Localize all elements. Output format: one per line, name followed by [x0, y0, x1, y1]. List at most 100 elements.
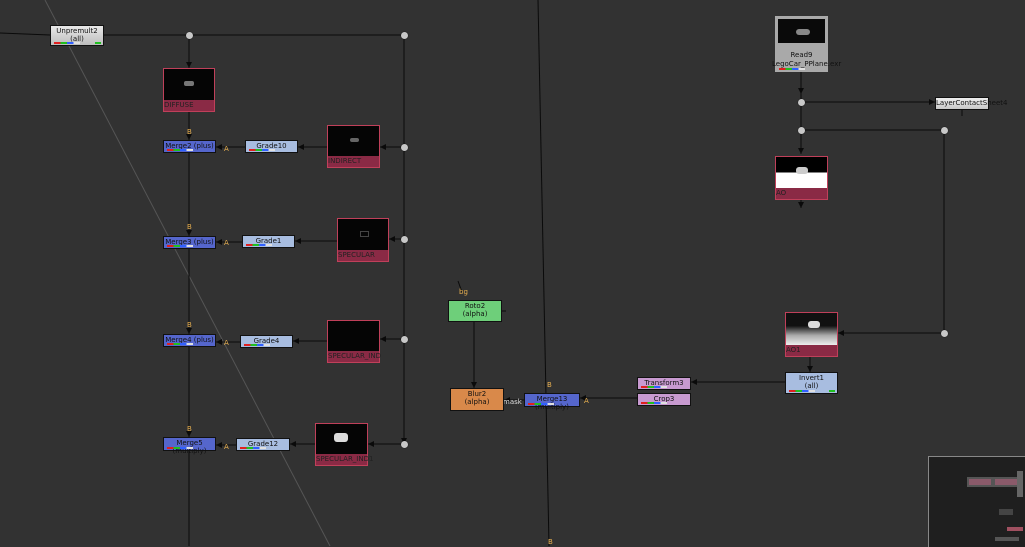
node-grade10[interactable]: Grade10 — [245, 140, 298, 153]
node-label: INDIRECT — [328, 156, 379, 167]
node-label: Grade1 — [255, 237, 282, 245]
dot-node[interactable] — [940, 329, 948, 337]
node-layer-contact-sheet[interactable]: LayerContactSheet4 — [935, 97, 1008, 110]
node-label: SPECULAR_IND — [328, 351, 382, 362]
channel-bar — [244, 344, 270, 346]
dot-node[interactable] — [940, 126, 948, 134]
node-specular-ind1[interactable]: SPECULAR_IND1 — [315, 423, 374, 466]
node-merge5[interactable]: Merge5 (multiply) — [163, 437, 216, 455]
node-label: Invert1 — [798, 374, 825, 382]
node-grade4[interactable]: Grade4 — [240, 335, 293, 348]
dot-node[interactable] — [400, 143, 408, 151]
channel-bar — [789, 390, 815, 392]
thumbnail-image — [778, 19, 825, 43]
minimap-node — [1017, 471, 1023, 497]
node-label: Merge13 (multiply) — [535, 395, 569, 411]
channel-bar — [167, 343, 193, 345]
channel-bar — [240, 447, 266, 449]
node-crop3[interactable]: Crop3 — [637, 393, 691, 406]
node-label: Transform3 — [644, 379, 684, 387]
node-label: Grade12 — [247, 440, 279, 448]
input-label-a: A — [584, 397, 589, 405]
node-grade12[interactable]: Grade12 — [236, 438, 290, 451]
node-merge3[interactable]: Merge3 (plus) — [163, 236, 216, 249]
node-sublabel: (alpha) — [464, 398, 490, 406]
node-invert1[interactable]: Invert1 (all) — [785, 372, 838, 394]
node-merge4[interactable]: Merge4 (plus) — [163, 334, 216, 347]
channel-bar — [167, 149, 193, 151]
node-indirect[interactable]: INDIRECT — [327, 125, 380, 168]
dot-node[interactable] — [400, 31, 408, 39]
arrowheads — [186, 62, 935, 448]
node-label: AO — [776, 188, 827, 199]
node-label: AO1 — [786, 345, 837, 356]
node-grade1[interactable]: Grade1 — [242, 235, 295, 248]
minimap-node-group — [967, 477, 1022, 487]
thumbnail-image — [328, 126, 379, 156]
node-specular-ind[interactable]: SPECULAR_IND — [327, 320, 382, 363]
input-label-a: A — [224, 443, 229, 451]
input-label-b: B — [187, 425, 192, 433]
node-sublabel: (all) — [70, 35, 84, 43]
node-label: Read9 — [790, 51, 813, 59]
node-label: Merge2 (plus) — [165, 142, 214, 150]
dot-node[interactable] — [400, 440, 408, 448]
node-label: DIFFUSE — [164, 100, 214, 111]
channel-bar-right — [829, 390, 835, 392]
node-transform3[interactable]: Transform3 — [637, 377, 691, 390]
dot-node[interactable] — [400, 235, 408, 243]
node-label: Merge5 (multiply) — [172, 439, 207, 455]
node-read9[interactable]: Read9 LegoCar_PPlane.exr — [772, 16, 842, 72]
dot-node[interactable] — [797, 98, 805, 106]
input-label-a: A — [224, 339, 229, 347]
input-label-a: A — [224, 145, 229, 153]
edges — [0, 0, 963, 547]
node-label: LayerContactSheet4 — [936, 99, 1008, 107]
input-label-a: A — [224, 239, 229, 247]
channel-bar — [641, 402, 667, 404]
node-label: Unpremult2 — [56, 27, 98, 35]
node-label: Crop3 — [653, 395, 675, 403]
input-label-b: B — [187, 223, 192, 231]
node-label: Grade4 — [253, 337, 280, 345]
input-label-bg: bg — [459, 288, 468, 296]
thumbnail-image — [316, 424, 367, 454]
input-label-b: B — [547, 381, 552, 389]
navigator-minimap[interactable] — [928, 456, 1025, 547]
input-label-mask: mask — [503, 398, 522, 406]
node-label: SPECULAR_IND1 — [316, 454, 374, 465]
node-specular[interactable]: SPECULAR — [337, 218, 389, 262]
node-ao1[interactable]: AO1 — [785, 312, 838, 357]
channel-bar — [528, 403, 554, 405]
dot-node[interactable] — [185, 31, 193, 39]
minimap-node — [999, 509, 1013, 515]
node-label: Merge4 (plus) — [165, 336, 214, 344]
dot-node[interactable] — [400, 335, 408, 343]
input-label-b: B — [548, 538, 553, 546]
node-label: Grade10 — [256, 142, 287, 150]
node-roto2[interactable]: Roto2 (alpha) — [448, 300, 502, 322]
node-merge13[interactable]: Merge13 (multiply) — [524, 393, 580, 411]
node-unpremult2[interactable]: Unpremult2 (all) — [50, 25, 104, 46]
node-sublabel: LegoCar_PPlane.exr — [772, 60, 842, 68]
node-sublabel: (all) — [804, 382, 819, 390]
node-blur2[interactable]: Blur2 (alpha) — [450, 388, 504, 411]
channel-bar — [779, 68, 805, 70]
node-label: Roto2 — [464, 302, 486, 310]
channel-bar — [54, 42, 80, 44]
node-merge2[interactable]: Merge2 (plus) — [163, 140, 216, 153]
node-diffuse[interactable]: DIFFUSE — [163, 68, 215, 112]
node-label: Blur2 — [467, 390, 487, 398]
minimap-node — [1007, 527, 1023, 531]
input-label-b: B — [187, 321, 192, 329]
minimap-node — [969, 479, 991, 485]
channel-bar-right — [95, 42, 101, 44]
minimap-node — [995, 537, 1019, 541]
thumbnail-image — [776, 157, 827, 188]
channel-bar — [167, 447, 193, 449]
node-ao[interactable]: AO — [775, 156, 828, 200]
thumbnail-image — [328, 321, 379, 351]
minimap-node — [995, 479, 1017, 485]
dot-node[interactable] — [797, 126, 805, 134]
